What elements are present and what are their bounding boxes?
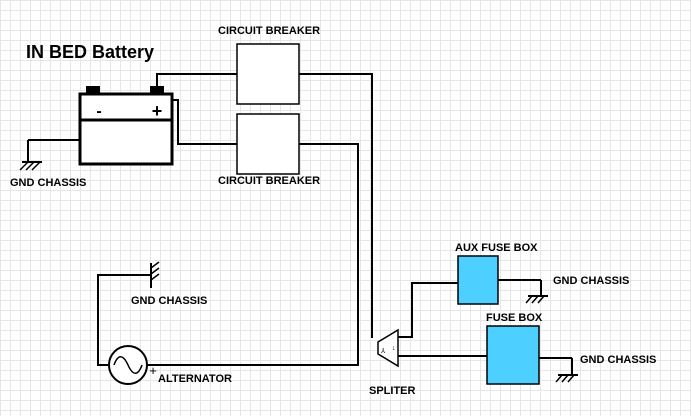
wire-battery-to-breaker-top: [156, 73, 237, 86]
splitter-y-glyph: ⅄: [380, 347, 386, 355]
ground-icon: [498, 279, 548, 304]
aux-fuse-box-label: AUX FUSE BOX: [455, 242, 538, 254]
ground-icon: [539, 357, 578, 383]
wire-splitter-to-aux-fuse-box: [398, 282, 458, 338]
battery[interactable]: - +: [78, 86, 174, 166]
splitter-body: [377, 328, 399, 368]
battery-negative-terminal: [86, 86, 100, 94]
gnd-chassis-aux-label: GND CHASSIS: [553, 275, 630, 287]
splitter-label: SPLITER: [369, 385, 416, 397]
battery-positive-terminal: [150, 86, 164, 94]
page-title: IN BED Battery: [26, 42, 155, 62]
battery-minus-sign: -: [96, 103, 101, 120]
alternator-label: ALTERNATOR: [158, 373, 232, 385]
wire-breaker-bottom-to-alternator: [148, 143, 359, 366]
wire-alternator-ground: [97, 274, 151, 366]
ground-icon: [150, 261, 160, 288]
circuit-breaker-top-label: CIRCUIT BREAKER: [218, 25, 321, 37]
wire-breaker-top-to-splitter: [299, 73, 373, 338]
splitter[interactable]: ⅄ ↓: [377, 328, 399, 368]
circuit-breaker-bottom-label: CIRCUIT BREAKER: [218, 175, 321, 187]
gnd-chassis-fuse-label: GND CHASSIS: [580, 354, 657, 366]
alternator-plus-sign: +: [149, 363, 157, 378]
fuse-box[interactable]: [486, 325, 540, 385]
splitter-arrow-glyph: ↓: [392, 345, 396, 352]
circuit-breaker-top[interactable]: [236, 43, 300, 105]
battery-plus-sign: +: [152, 101, 163, 121]
gnd-chassis-alternator-label: GND CHASSIS: [131, 295, 208, 307]
circuit-breaker-bottom[interactable]: [236, 113, 300, 175]
fuse-box-label: FUSE BOX: [486, 312, 543, 324]
ground-icon: [19, 139, 80, 171]
sine-wave-icon: [113, 356, 143, 374]
wire-battery-to-breaker-bottom: [172, 99, 237, 145]
alternator[interactable]: +: [108, 345, 157, 385]
battery-body: [78, 92, 174, 166]
gnd-chassis-battery-label: GND CHASSIS: [10, 177, 87, 189]
aux-fuse-box[interactable]: [457, 255, 499, 305]
